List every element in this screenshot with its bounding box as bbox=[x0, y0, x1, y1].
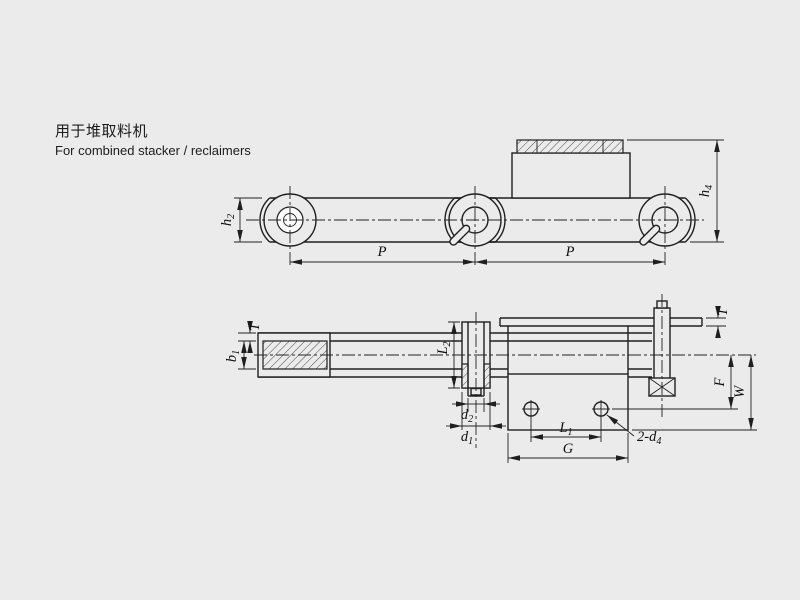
dim-l2: L2 bbox=[435, 321, 460, 389]
dim-pitch-right: P bbox=[475, 244, 665, 265]
label-f: F bbox=[712, 377, 728, 387]
dim-b1: b1 bbox=[224, 332, 256, 370]
label-l1: L1 bbox=[558, 420, 572, 438]
label-g: G bbox=[563, 441, 574, 457]
label-t-left: T bbox=[247, 322, 263, 331]
dim-t-left: T bbox=[247, 321, 263, 353]
bushing-wall-right bbox=[483, 363, 491, 389]
dim-d1: d1 bbox=[446, 392, 506, 447]
dim-w: W bbox=[632, 355, 757, 431]
dim-h4: h4 bbox=[627, 139, 724, 243]
dim-l1: L1 bbox=[530, 418, 602, 442]
hole-cross-marks bbox=[522, 400, 610, 418]
bolt-right bbox=[648, 300, 676, 397]
dim-f: F bbox=[612, 355, 738, 410]
attachment-side bbox=[511, 139, 631, 199]
title-chinese: 用于堆取料机 bbox=[55, 123, 149, 140]
cotter-pin-icon bbox=[639, 224, 661, 246]
label-b1: b1 bbox=[224, 350, 242, 362]
side-view: h2 h4 P P bbox=[219, 139, 724, 268]
label-l2: L2 bbox=[435, 341, 453, 355]
plan-view: b1 T T L2 d2 d1 bbox=[224, 294, 757, 463]
label-h2: h2 bbox=[219, 214, 237, 226]
label-d2: d2 bbox=[461, 407, 473, 425]
dim-pitch-left: P bbox=[290, 244, 475, 265]
callout-2-d4: 2-d4 bbox=[606, 414, 661, 447]
drawing-title: 用于堆取料机 For combined stacker / reclaimers bbox=[55, 120, 251, 158]
side-center-lines bbox=[246, 186, 704, 268]
bushing-wall-left bbox=[461, 363, 469, 389]
label-t-right: T bbox=[715, 307, 731, 316]
dim-h2: h2 bbox=[219, 197, 262, 243]
title-english: For combined stacker / reclaimers bbox=[55, 143, 251, 158]
inner-link-plate bbox=[259, 197, 506, 243]
label-p-right: P bbox=[565, 244, 575, 260]
attachment-top-plate-section bbox=[516, 139, 624, 154]
label-h4: h4 bbox=[697, 185, 715, 197]
attachment-plate bbox=[507, 373, 629, 431]
attachment-plan bbox=[507, 373, 629, 431]
dim-d2: d2 bbox=[452, 398, 500, 425]
attachment-body bbox=[511, 152, 631, 199]
label-w: W bbox=[732, 384, 748, 398]
label-p-left: P bbox=[377, 244, 387, 260]
plan-center-lines bbox=[254, 294, 756, 448]
mounting-plate-edge bbox=[499, 317, 703, 374]
dim-g: G bbox=[507, 433, 629, 463]
label-2-d4: 2-d4 bbox=[637, 429, 661, 447]
dim-t-right: T bbox=[706, 306, 731, 338]
cotter-pin-icon bbox=[449, 224, 471, 246]
label-d1: d1 bbox=[461, 429, 473, 447]
